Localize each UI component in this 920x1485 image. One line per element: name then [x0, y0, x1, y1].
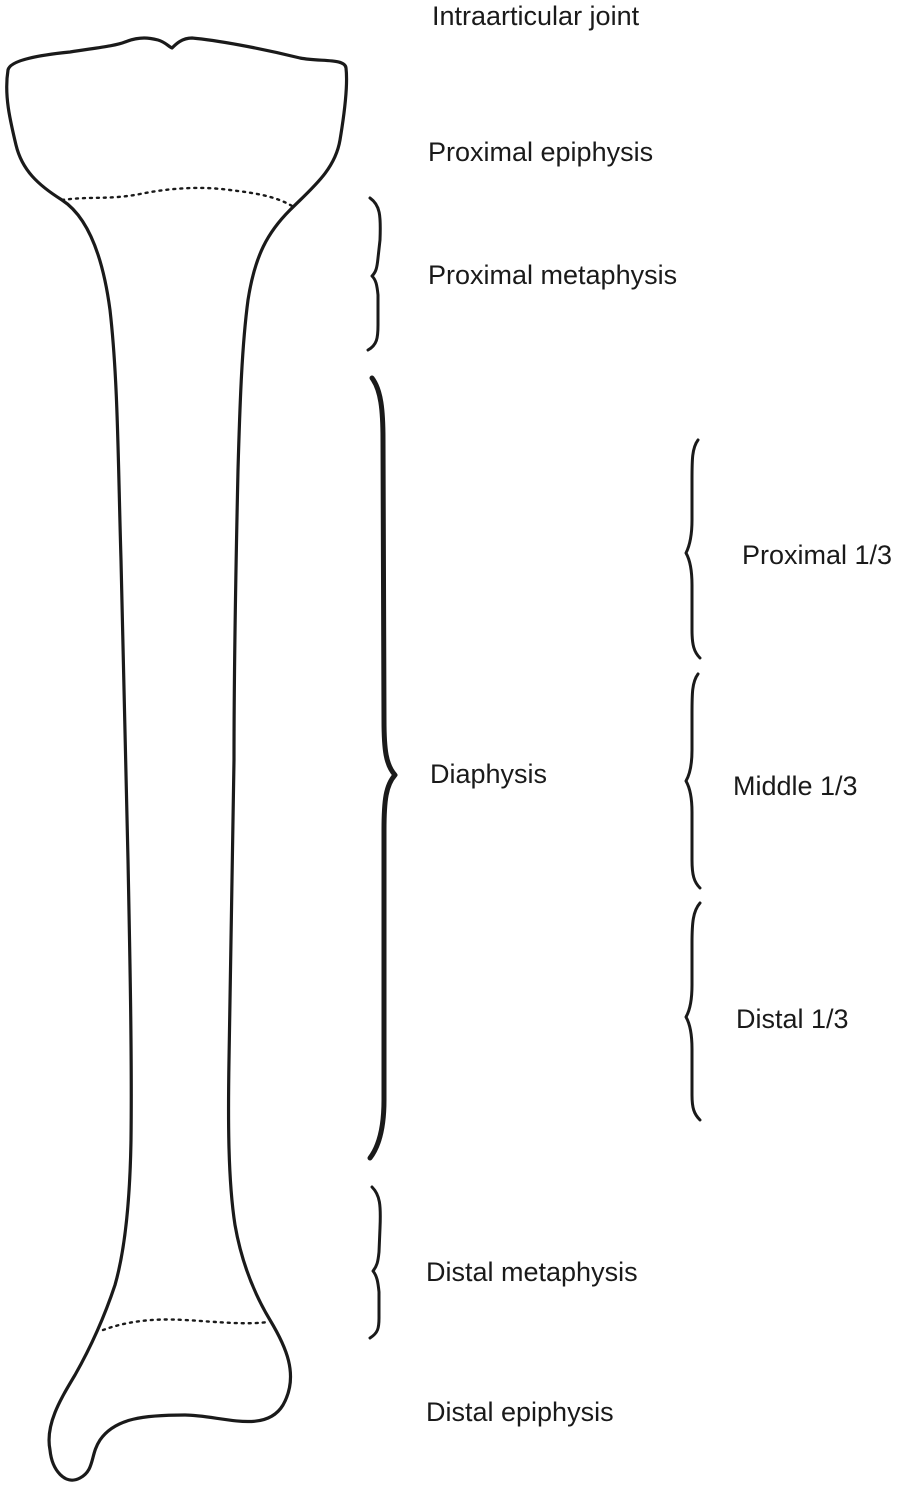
label-proximal-epiphysis: Proximal epiphysis — [428, 137, 654, 167]
label-middle-third: Middle 1/3 — [733, 771, 858, 801]
tibia-outline — [5, 36, 349, 1482]
label-distal-third: Distal 1/3 — [736, 1004, 849, 1034]
distal-physis-line — [101, 1318, 270, 1332]
distal-metaphysis-brace — [368, 1185, 382, 1340]
diaphysis-brace — [367, 375, 398, 1161]
distal-third-brace — [684, 901, 702, 1122]
label-proximal-third: Proximal 1/3 — [742, 540, 893, 570]
middle-third-brace — [684, 672, 702, 890]
proximal-third-brace — [684, 438, 702, 660]
label-diaphysis: Diaphysis — [430, 759, 548, 789]
proximal-metaphysis-brace — [366, 196, 382, 352]
label-distal-epiphysis: Distal epiphysis — [426, 1397, 614, 1427]
proximal-physis-line — [60, 186, 294, 208]
label-proximal-metaphysis: Proximal metaphysis — [428, 260, 678, 290]
label-distal-metaphysis: Distal metaphysis — [426, 1257, 638, 1287]
label-intraarticular-joint: Intraarticular joint — [432, 1, 640, 31]
